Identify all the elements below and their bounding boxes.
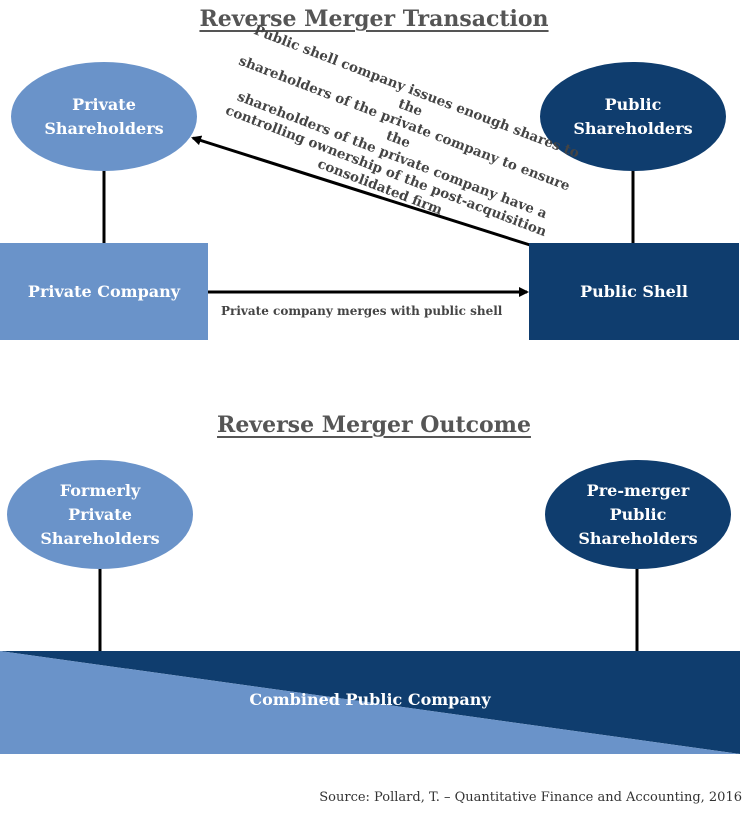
- former-private-line-3: Shareholders: [40, 528, 160, 548]
- premerger-public-node: Pre-merger Public Shareholders: [545, 460, 731, 569]
- outcome-title: Reverse Merger Outcome: [217, 412, 531, 438]
- private-company-node: Private Company: [0, 243, 208, 340]
- private-shareholders-line-2: Shareholders: [44, 118, 164, 138]
- private-shareholders-node: Private Shareholders: [11, 62, 197, 171]
- premerger-public-line-1: Pre-merger: [586, 480, 690, 500]
- former-private-node: Formerly Private Shareholders: [7, 460, 193, 569]
- combined-company-label: Combined Public Company: [249, 690, 491, 709]
- public-shareholders-line-1: Public: [604, 94, 662, 114]
- premerger-public-line-2: Public: [609, 504, 667, 524]
- merge-caption: Private company merges with public shell: [221, 304, 503, 318]
- transaction-title: Reverse Merger Transaction: [199, 6, 549, 32]
- former-private-line-1: Formerly: [59, 480, 141, 500]
- premerger-public-line-3: Shareholders: [578, 528, 698, 548]
- source-note: Source: Pollard, T. – Quantitative Finan…: [319, 790, 742, 805]
- public-shell-node: Public Shell: [529, 243, 739, 340]
- public-shareholders-line-2: Shareholders: [573, 118, 693, 138]
- private-shareholders-line-1: Private: [72, 94, 136, 114]
- combined-company-light: [0, 651, 740, 754]
- former-private-line-2: Private: [68, 504, 132, 524]
- share-issue-arrow: [191, 135, 531, 247]
- public-shareholders-node: Public Shareholders: [540, 62, 726, 171]
